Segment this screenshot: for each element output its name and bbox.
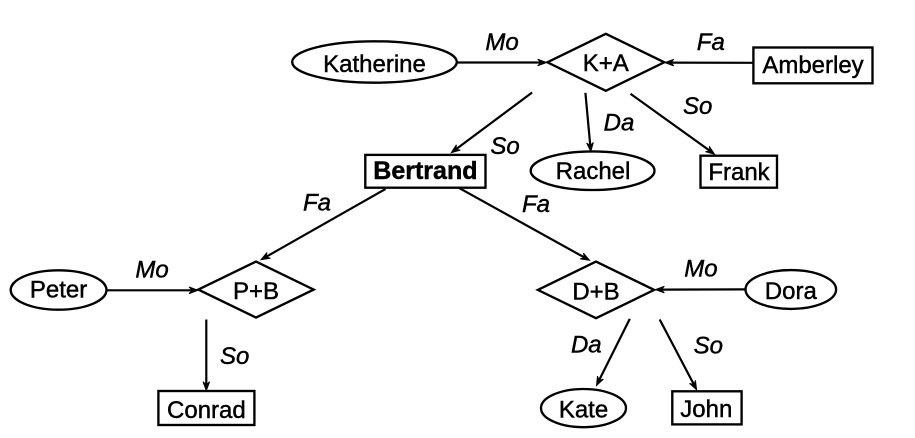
svg-text:Rachel: Rachel: [556, 158, 631, 185]
svg-text:So: So: [683, 93, 712, 120]
svg-text:Fa: Fa: [522, 191, 550, 218]
svg-text:Frank: Frank: [708, 159, 770, 186]
svg-text:Bertrand: Bertrand: [373, 157, 477, 185]
svg-text:Peter: Peter: [30, 276, 87, 303]
svg-text:Mo: Mo: [135, 257, 168, 284]
svg-text:Conrad: Conrad: [167, 397, 246, 424]
svg-text:Fa: Fa: [697, 29, 725, 56]
svg-text:John: John: [680, 396, 732, 423]
svg-text:K+A: K+A: [583, 50, 629, 77]
svg-text:Dora: Dora: [765, 278, 818, 305]
svg-text:Mo: Mo: [684, 256, 717, 283]
svg-text:Kate: Kate: [559, 397, 608, 424]
svg-text:Da: Da: [571, 331, 602, 358]
svg-text:Katherine: Katherine: [323, 51, 426, 78]
svg-text:D+B: D+B: [572, 279, 619, 306]
svg-text:Fa: Fa: [303, 189, 331, 216]
svg-text:P+B: P+B: [233, 278, 279, 305]
svg-text:So: So: [490, 133, 519, 160]
svg-text:Da: Da: [604, 110, 635, 137]
svg-text:Mo: Mo: [485, 29, 518, 56]
svg-text:So: So: [220, 343, 249, 370]
svg-text:Amberley: Amberley: [762, 52, 863, 79]
svg-text:So: So: [694, 332, 723, 359]
